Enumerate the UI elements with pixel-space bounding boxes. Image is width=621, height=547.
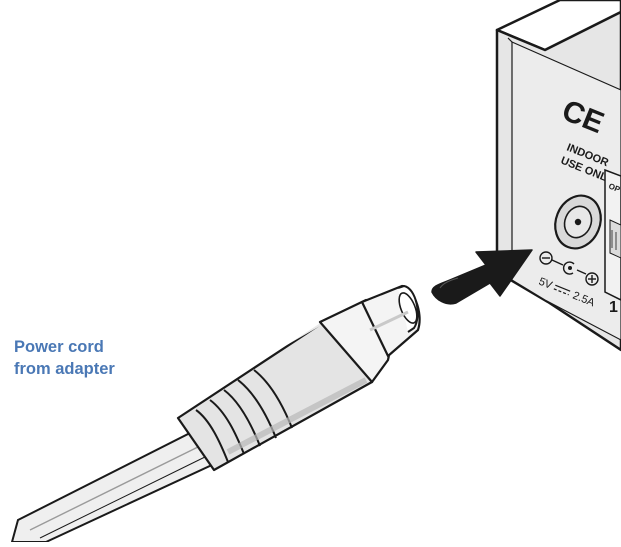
polarity-symbol bbox=[539, 251, 599, 286]
power-cable bbox=[10, 428, 216, 543]
rating-voltage: 5V bbox=[537, 276, 555, 292]
port-number: 1 bbox=[609, 299, 618, 316]
insert-arrow-icon bbox=[431, 249, 533, 305]
power-plug bbox=[10, 284, 421, 543]
dip-switch-icon bbox=[609, 219, 621, 259]
callout-line-2: from adapter bbox=[14, 360, 115, 378]
power-cord-callout: Power cord from adapter bbox=[14, 336, 115, 380]
option-label: OP bbox=[607, 182, 621, 195]
polarity-positive-icon bbox=[585, 272, 599, 286]
option-panel: OP 1 bbox=[604, 168, 621, 316]
power-socket bbox=[554, 194, 602, 250]
polarity-negative-icon bbox=[539, 251, 553, 265]
device: CE INDOOR USE ONLY 5V 2.5A bbox=[495, 0, 621, 352]
callout-line-1: Power cord bbox=[14, 338, 104, 356]
dc-symbol-icon bbox=[553, 284, 571, 296]
